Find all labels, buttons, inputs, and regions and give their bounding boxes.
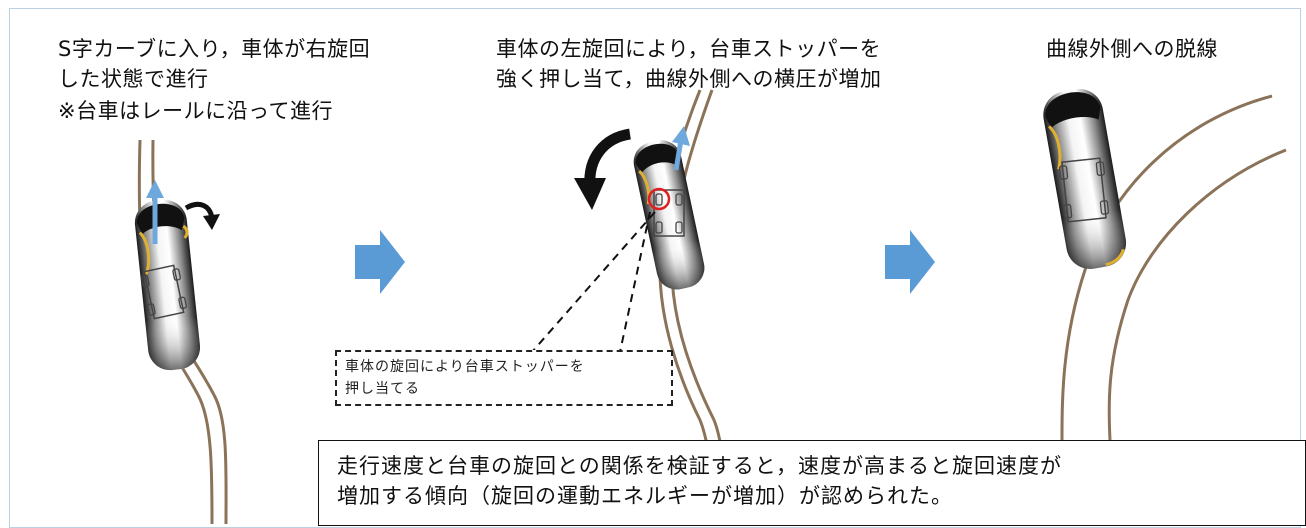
conclusion-line-2: 増加する傾向（旋回の運動エネルギーが増加）が認められた。: [337, 484, 953, 508]
transition-arrow-1: [355, 230, 405, 294]
bogie-panel-1: [140, 264, 188, 320]
annotation-line-1: 車体の旋回により台車ストッパーを: [345, 359, 585, 375]
panel-1-caption-line-2: した状態で進行: [58, 67, 209, 91]
stopper-highlight-circle: [647, 187, 671, 211]
panel-1-caption-line-1: S字カーブに入り，車体が右旋回: [58, 37, 371, 61]
stopper-annotation-box: 車体の旋回により台車ストッパーを 押し当てる: [335, 350, 673, 406]
panel-1-caption-line-3: ※台車はレールに沿って進行: [58, 99, 334, 123]
panel-2-caption-line-1: 車体の左旋回により，台車ストッパーを: [496, 37, 882, 61]
bogie-panel-3: [1058, 157, 1110, 223]
car-body-panel-1: [134, 199, 201, 371]
conclusion-note: 走行速度と台車の旋回との関係を検証すると，速度が高まると旋回速度が 増加する傾向…: [318, 440, 1306, 526]
motion-arrow-panel-2: [672, 126, 690, 171]
panel-2-caption-line-2: 強く押し当て，曲線外側への横圧が増加: [496, 67, 882, 91]
motion-arrow-panel-1: [146, 180, 164, 244]
rotation-arrow-panel-1: [184, 201, 220, 230]
annotation-leaders: [531, 211, 656, 353]
car-body-panel-3: [1043, 88, 1127, 269]
conclusion-line-1: 走行速度と台車の旋回との関係を検証すると，速度が高まると旋回速度が: [337, 454, 1062, 478]
transition-arrow-2: [885, 230, 935, 294]
car-body-panel-2: [633, 140, 705, 290]
annotation-line-2: 押し当てる: [345, 381, 420, 397]
panel-3-caption: 曲線外側への脱線: [1046, 37, 1218, 61]
rotation-arrow-panel-2: [574, 128, 632, 210]
